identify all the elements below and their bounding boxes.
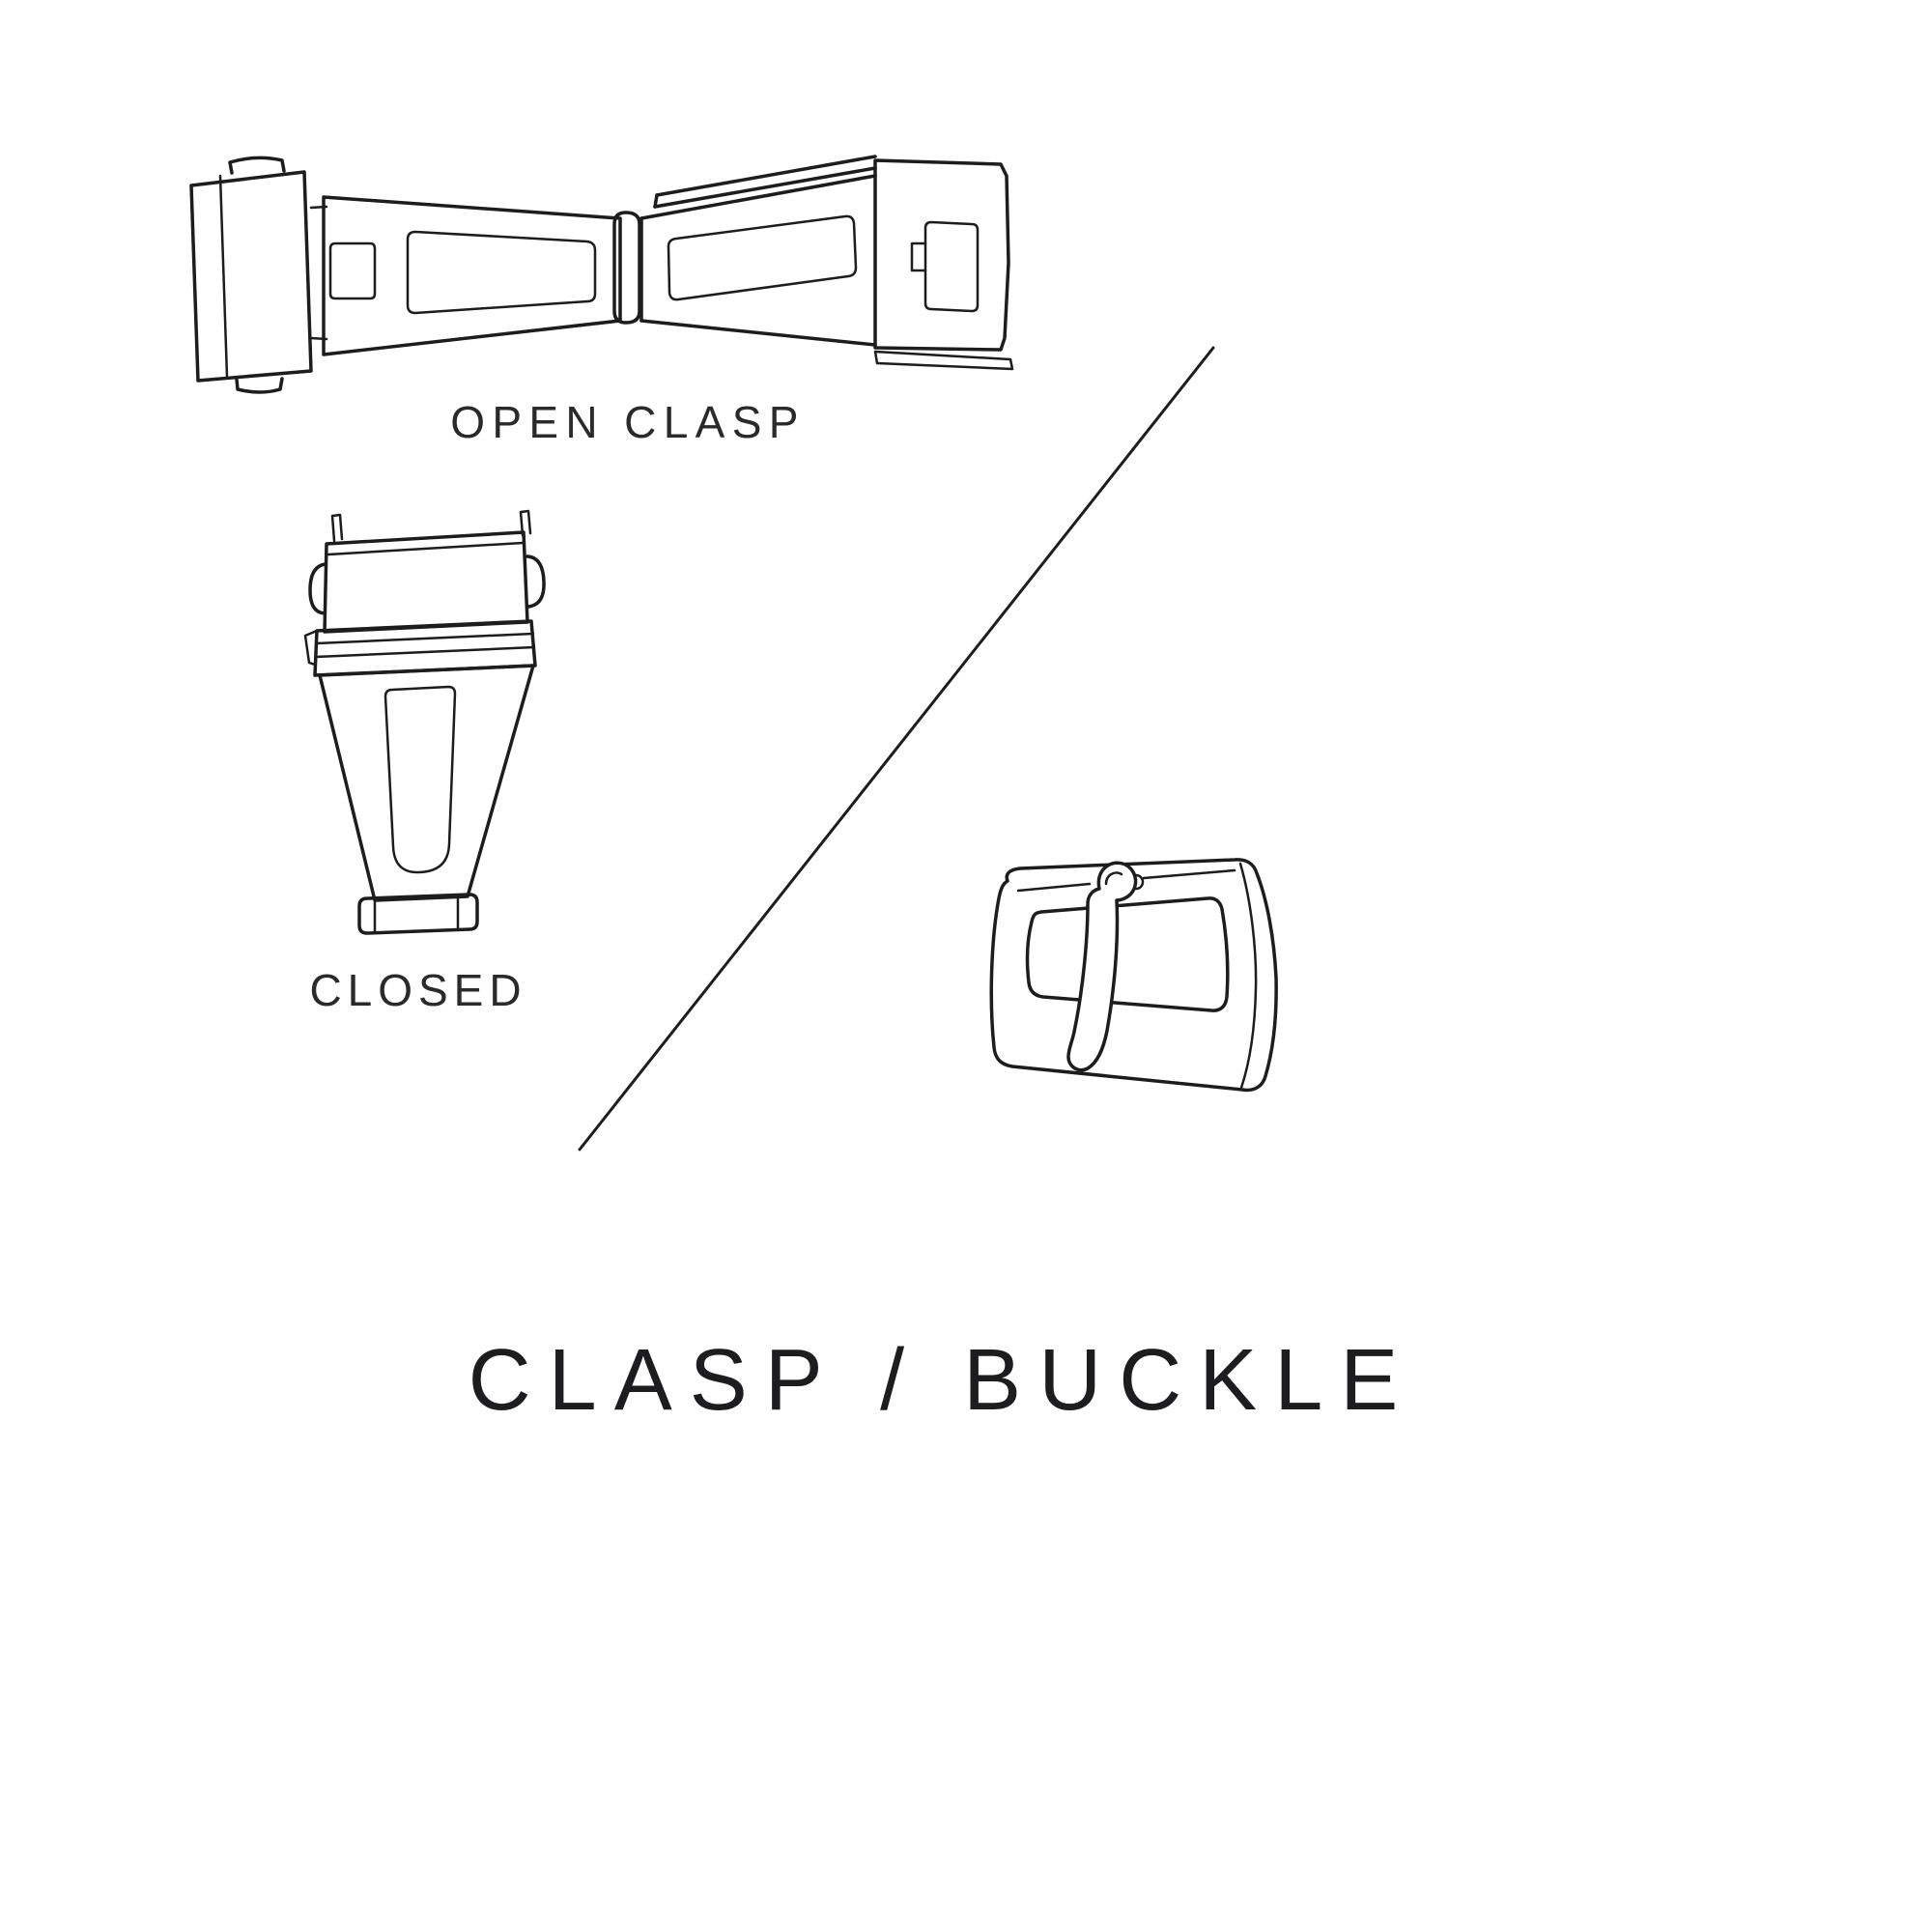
open-clasp-icon <box>189 155 1014 394</box>
closed-clasp-figure <box>288 504 558 949</box>
closed-clasp-icon <box>303 509 546 935</box>
page-title: CLASP / BUCKLE <box>468 1332 1416 1429</box>
buckle-icon <box>989 858 1278 1093</box>
buckle-figure <box>954 852 1283 1113</box>
open-clasp-figure <box>174 147 1024 398</box>
diagonal-divider-line <box>578 346 1215 1151</box>
closed-clasp-label: CLOSED <box>309 965 527 1015</box>
open-clasp-label: OPEN CLASP <box>450 397 806 447</box>
